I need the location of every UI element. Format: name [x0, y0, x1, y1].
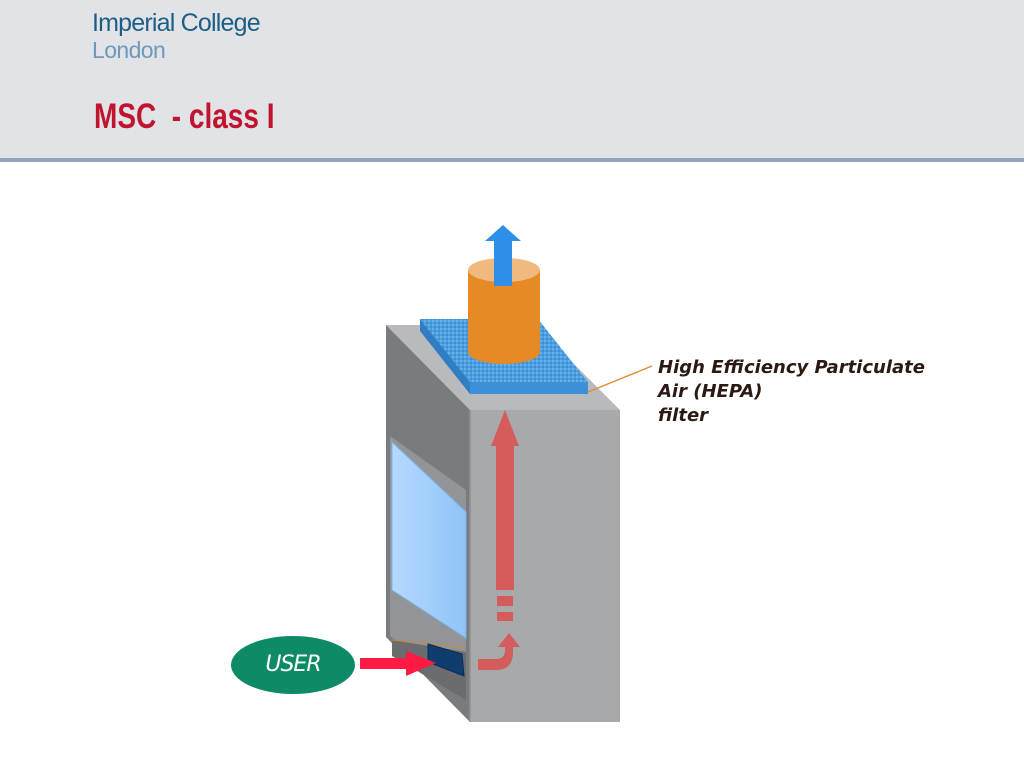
- inflow-arrow-head: [406, 651, 436, 676]
- exhaust-arrow-shaft: [494, 240, 512, 286]
- hepa-label-line-2: Air (HEPA): [658, 381, 763, 402]
- airflow-bend-head: [498, 633, 520, 647]
- cabinet-front-face: [470, 410, 620, 722]
- user-label: USER: [265, 652, 321, 677]
- exhaust-arrow: [485, 225, 521, 286]
- hepa-leader-line: [587, 365, 653, 393]
- airflow-head: [491, 410, 519, 446]
- exhaust-duct: [468, 258, 540, 364]
- slide-header: Imperial College London MSC - class I: [0, 0, 1024, 162]
- hepa-label-line-1: High Efficiency Particulate: [658, 357, 925, 378]
- exhaust-duct-bottom: [468, 340, 540, 364]
- airflow-dash-2: [497, 612, 513, 621]
- hepa-filter-label: High Efficiency Particulate Air (HEPA) f…: [658, 356, 925, 428]
- inflow-slot: [427, 643, 465, 677]
- hepa-label-line-3: filter: [658, 405, 709, 426]
- airflow-shaft: [496, 444, 514, 590]
- exhaust-arrow-head: [485, 225, 521, 241]
- hepa-filter-side: [420, 319, 470, 394]
- inflow-arrow-shaft: [360, 658, 410, 669]
- airflow-dash-1: [497, 596, 513, 606]
- viewing-window: [391, 440, 467, 639]
- internal-airflow-arrow: [478, 410, 520, 670]
- airflow-bend: [478, 643, 513, 670]
- logo-london: London: [92, 37, 166, 63]
- logo-imperial-college: Imperial College: [92, 9, 261, 37]
- hepa-filter-front: [470, 382, 588, 394]
- user-inflow-arrow: [360, 651, 436, 676]
- user-ellipse: [231, 636, 355, 694]
- slide-title: MSC - class I: [94, 97, 275, 136]
